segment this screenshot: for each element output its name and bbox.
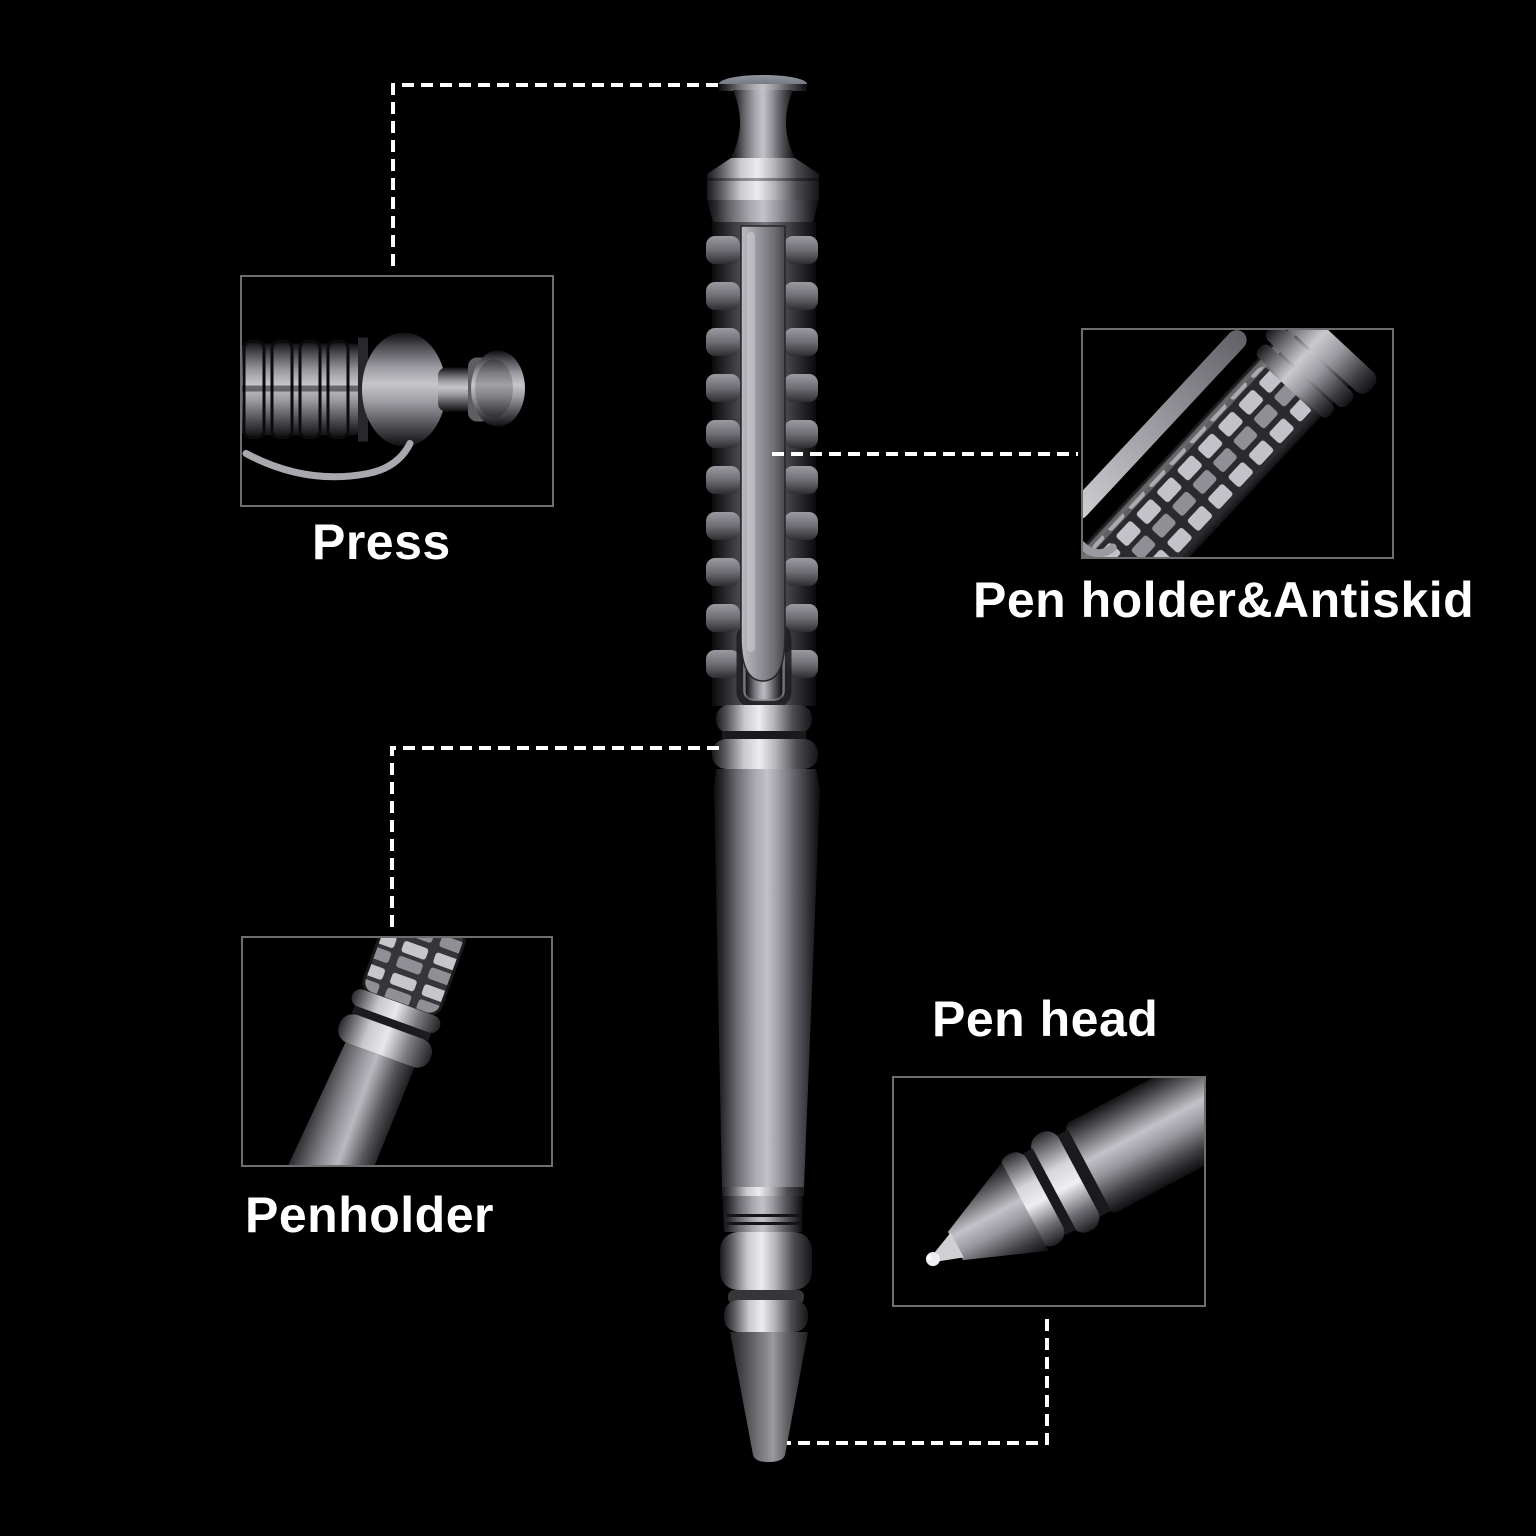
pen-holder-antiskid-detail-image	[1083, 330, 1392, 557]
pen-head-label: Pen head	[932, 991, 1159, 1047]
press-detail-box	[240, 275, 554, 507]
penholder-detail-image	[243, 938, 551, 1165]
pen-body	[706, 75, 820, 1462]
pen-holder-antiskid-detail-box	[1081, 328, 1394, 559]
press-connector-line	[391, 83, 718, 272]
penholder-label: Penholder	[245, 1187, 494, 1243]
pen-head-detail-image	[894, 1078, 1204, 1305]
connector-lines	[390, 83, 1078, 1445]
penholder-detail-box	[241, 936, 553, 1167]
pen-head-connector-line	[787, 1319, 1049, 1445]
press-detail-image	[242, 277, 552, 505]
pen-holder-antiskid-label: Pen holder&Antiskid	[973, 572, 1475, 628]
pen-clip	[740, 225, 786, 682]
pen-head-detail-box	[892, 1076, 1206, 1307]
press-label: Press	[312, 514, 451, 570]
penholder-connector-line	[390, 746, 719, 933]
knurl-ribs	[706, 236, 818, 678]
